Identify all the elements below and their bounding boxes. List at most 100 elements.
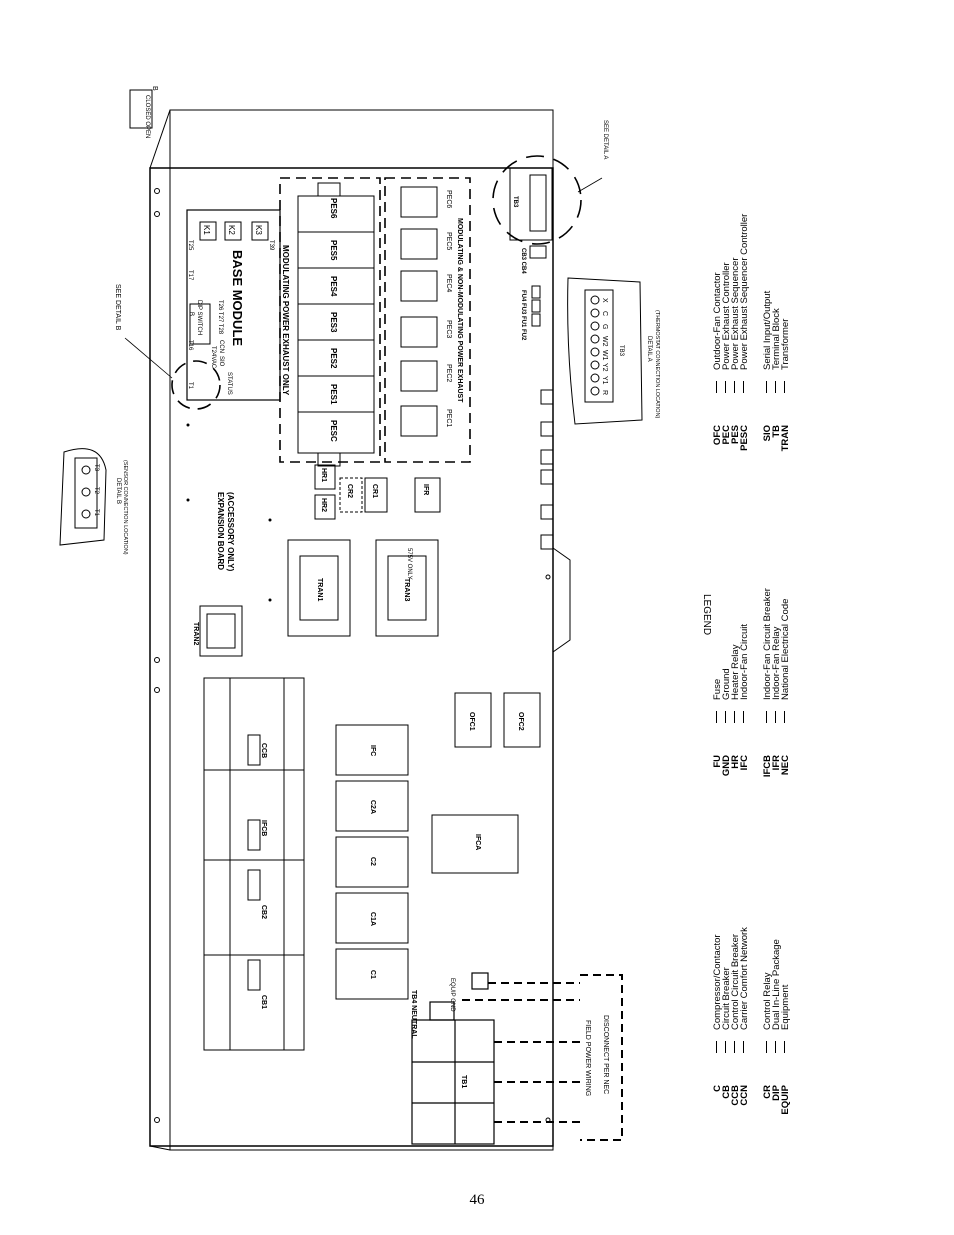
pes-module-group: PES6 PES5 PES4 PES3 PES2 PES1 PESC MODUL…	[279, 177, 381, 467]
pec5-label: PEC5	[445, 232, 452, 250]
legend-abbreviation: DIP	[771, 1084, 782, 1101]
legend-description: Circuit Breaker	[721, 967, 732, 1030]
modulating-only-label: MODULATING POWER EXHAUST ONLY	[281, 245, 290, 396]
expansion-board-label: EXPANSION BOARD	[216, 492, 225, 570]
relay-k1-label: K1	[202, 225, 211, 235]
switch-b-label: B	[151, 86, 158, 91]
pes1-label: PES1	[329, 384, 338, 405]
legend-description: Fuse	[712, 679, 723, 700]
fuses-label: FU4 FU3 FU1 FU2	[520, 290, 526, 341]
legend-description: Power Exhaust Controller	[721, 262, 732, 370]
relay-k2-label: K2	[227, 225, 236, 235]
legend-abbreviation: PES	[730, 425, 741, 444]
pes3-label: PES3	[329, 312, 338, 333]
base-terminal-t1-label: T1	[187, 382, 193, 390]
legend-abbreviation: FU	[712, 755, 723, 768]
pec4-label: PEC4	[445, 274, 452, 292]
breaker-rail	[203, 677, 305, 1051]
tb1-label: TB1	[460, 1075, 467, 1088]
ofc1-label: OFC1	[468, 712, 475, 731]
pec-module-group: PEC6 PEC5 PEC4 PEC3 PEC2 PEC1 MODULATING…	[384, 177, 471, 463]
tran2-label: TRAN2	[192, 622, 199, 645]
accessory-only-label: (ACCESSORY ONLY)	[226, 492, 235, 572]
legend-title: LEGEND	[701, 594, 712, 635]
contactor-group	[335, 692, 541, 1000]
detail-b-terminal-t3: T3	[93, 464, 99, 472]
575v-only-label: 575V ONLY	[406, 548, 412, 580]
legend-abbreviation: SIO	[762, 425, 773, 441]
base-terminal-24vac-label: T24VAC	[210, 346, 216, 369]
mounting-holes	[154, 188, 551, 1123]
pes6-label: PES6	[329, 198, 338, 219]
legend-abbreviation: IFR	[771, 755, 782, 770]
base-terminal-t16-label: T16	[187, 340, 193, 351]
pes5-label: PES5	[329, 240, 338, 261]
relay-k-blocks	[199, 221, 269, 241]
ifr-label: IFR	[422, 484, 429, 495]
legend-description: Ground	[721, 668, 732, 700]
detail-a-tb3-label: TB3	[618, 345, 624, 357]
legend-description: Heater Relay	[730, 644, 741, 700]
legend-description: Control Circuit Breaker	[730, 934, 741, 1030]
base-module: K1 K2 K3 BASE MODULE DIP SWITCH B T26 T2…	[186, 209, 281, 401]
pec1-label: PEC1	[445, 409, 452, 427]
detail-a-callout	[492, 155, 603, 245]
pes4-label: PES4	[329, 276, 338, 297]
expansion-board-dots	[186, 423, 272, 602]
legend-description: Power Exhaust Sequencer	[730, 258, 741, 370]
c1-label: C1	[369, 970, 376, 979]
legend-description: Serial Input/Output	[762, 290, 773, 370]
equip-gnd-label: EQUIP GND	[449, 978, 455, 1012]
detail-a-subtitle: (THERMOSTAT CONNECTION LOCATION)	[654, 310, 660, 419]
cr2-label: CR2	[346, 484, 353, 498]
detail-b-callout	[124, 337, 221, 410]
door-switch: CLOSED OPEN B	[129, 86, 158, 138]
sio-label: SIO	[218, 356, 224, 367]
tb3-board-label: TB3	[512, 196, 518, 208]
detail-a-title: DETAIL A	[646, 336, 652, 362]
legend-abbreviation: CCN	[739, 1085, 750, 1106]
base-terminal-t39-label: T39	[268, 240, 274, 251]
detail-b-terminal-t2: T2	[93, 487, 99, 495]
modulating-non-modulating-label: MODULATING & NON-MODULATING POWER EXHAUS…	[456, 218, 463, 403]
cb2-label: CB2	[260, 905, 267, 919]
detail-a-terminal-y2: Y2	[601, 363, 608, 372]
closed-open-label: CLOSED OPEN	[144, 95, 150, 138]
detail-b-inset: T3 T2 T1 DETAIL B (SENSOR CONNECTION LOC…	[59, 448, 128, 555]
base-module-title: BASE MODULE	[230, 250, 245, 346]
legend-description: Terminal Block	[771, 308, 782, 370]
legend-abbreviation: EQUIP	[780, 1084, 791, 1114]
ifca-label: IFCA	[474, 834, 481, 850]
terminal-block-tb1	[411, 972, 495, 1145]
detail-b-subtitle: (SENSOR CONNECTION LOCATION)	[122, 460, 128, 555]
detail-a-terminal-g: G	[601, 324, 608, 329]
legend-description: Indoor-Fan Circuit	[739, 624, 750, 700]
ofc2-label: OFC2	[517, 712, 524, 731]
ifcb-label: IFCB	[260, 820, 267, 836]
detail-a-terminal-w1: W1	[601, 350, 608, 361]
detail-a-terminal-x: X	[601, 298, 608, 303]
relay-group	[314, 464, 441, 520]
ccn-label: CCN	[218, 340, 224, 353]
legend-description: Indoor-Fan Relay	[771, 626, 782, 700]
tran1-label: TRAN1	[316, 578, 323, 601]
control-box-outline	[149, 109, 571, 1151]
legend-abbreviation: GND	[721, 755, 732, 776]
detail-a-terminal-c: C	[601, 311, 608, 316]
pec6-label: PEC6	[445, 190, 452, 208]
legend-description: Dual In-Line Package	[771, 939, 782, 1030]
detail-b-title: DETAIL B	[115, 478, 121, 504]
legend-description: Compressor/Contactor	[712, 934, 723, 1030]
base-terminal-t26-label: T26 T27 T28	[217, 300, 223, 335]
ifc-label: IFC	[369, 745, 376, 756]
legend-abbreviation: NEC	[780, 755, 791, 775]
ccb-label: CCB	[260, 743, 267, 758]
legend-abbreviation: PESC	[739, 425, 750, 451]
legend-abbreviation: TRAN	[780, 425, 791, 452]
pes2-label: PES2	[329, 348, 338, 369]
detail-a-terminal-w2: W2	[601, 336, 608, 347]
field-wiring-lines	[462, 974, 623, 1141]
switch-b-small-label: B	[188, 312, 194, 316]
legend-description: Transformer	[780, 319, 791, 370]
